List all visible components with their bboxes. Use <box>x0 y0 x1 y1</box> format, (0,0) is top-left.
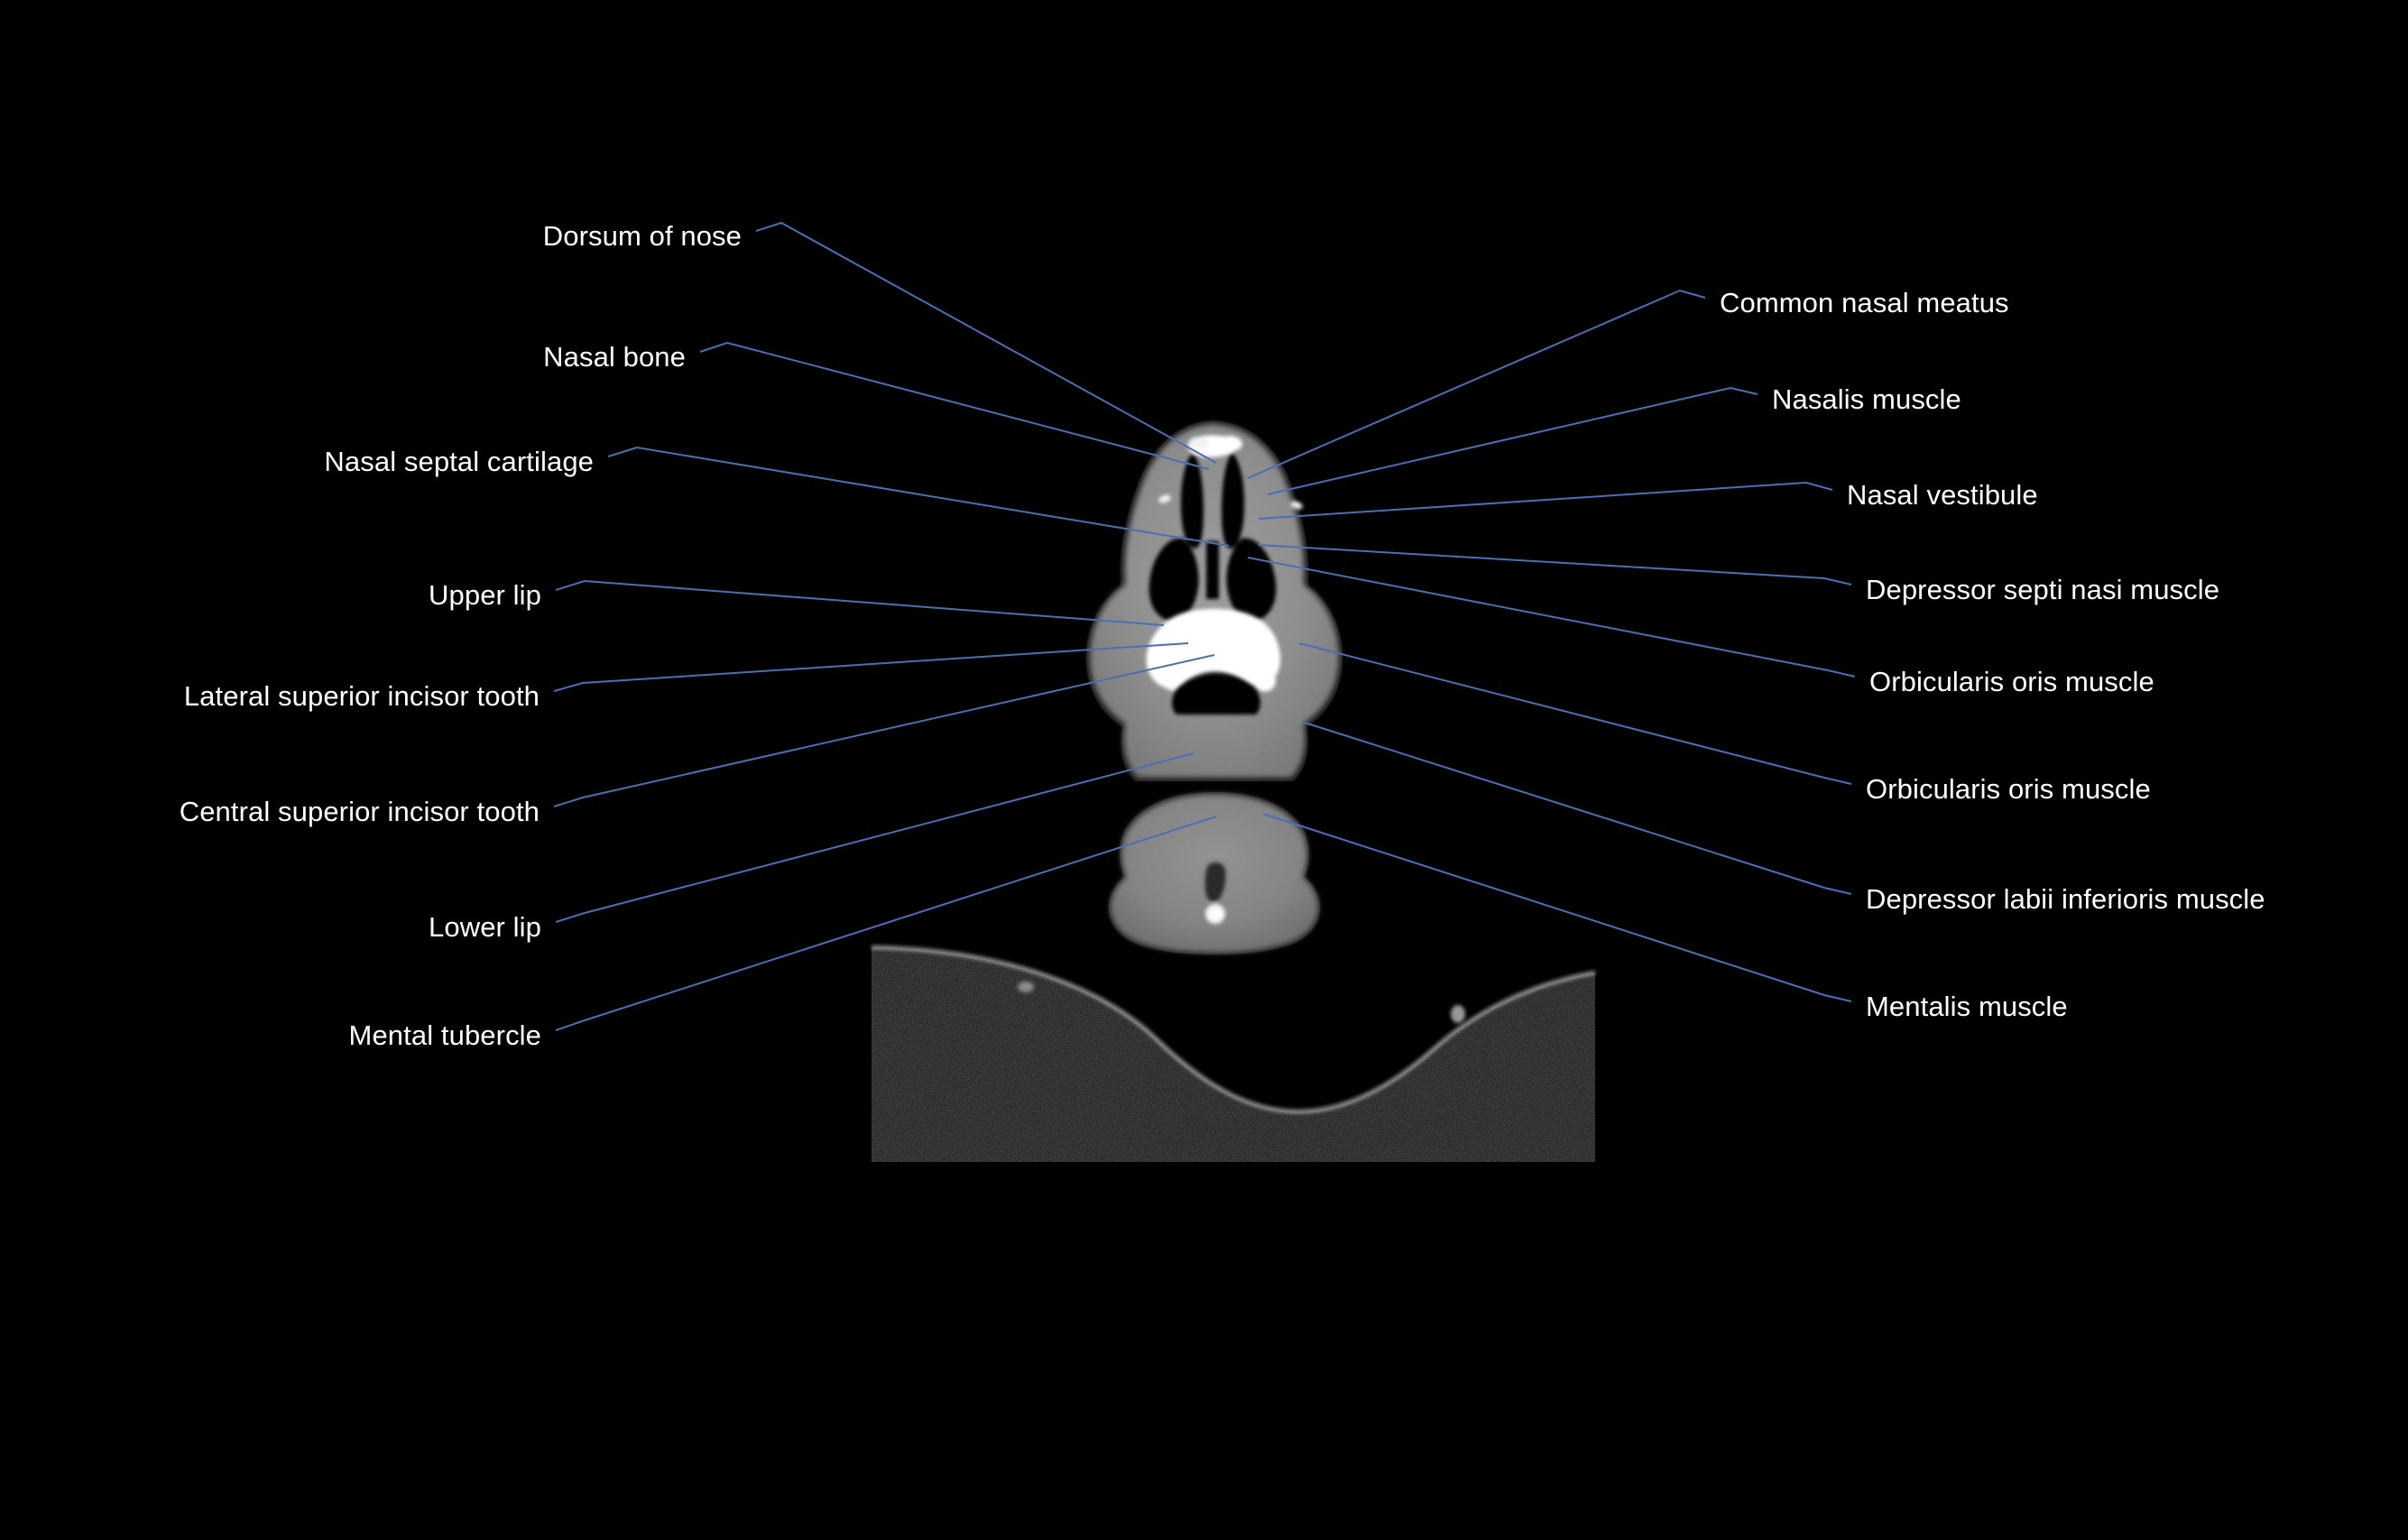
label-common-nasal-meatus: Common nasal meatus <box>1720 287 2009 318</box>
label-depressor-labii-inferioris: Depressor labii inferioris muscle <box>1866 883 2265 915</box>
label-nasal-bone: Nasal bone <box>543 341 686 373</box>
label-lateral-superior-incisor: Lateral superior incisor tooth <box>183 680 540 712</box>
label-upper-lip: Upper lip <box>429 579 541 611</box>
leader-line-depressor-labii-inferioris <box>1301 721 1852 895</box>
label-nasalis-muscle: Nasalis muscle <box>1772 383 1961 415</box>
label-orbicularis-oris-upper: Orbicularis oris muscle <box>1869 666 2154 697</box>
label-depressor-septi-nasi: Depressor septi nasi muscle <box>1866 574 2220 605</box>
label-nasal-septal-cartilage: Nasal septal cartilage <box>324 446 594 477</box>
leader-line-lateral-superior-incisor <box>553 642 1189 692</box>
leader-line-upper-lip <box>555 579 1165 626</box>
leader-line-common-nasal-meatus <box>1247 289 1706 479</box>
leader-line-nasalis-muscle <box>1267 386 1758 495</box>
label-lower-lip: Lower lip <box>429 911 541 943</box>
label-nasal-vestibule: Nasal vestibule <box>1847 479 2038 511</box>
label-central-superior-incisor: Central superior incisor tooth <box>179 796 540 827</box>
label-orbicularis-oris-lower: Orbicularis oris muscle <box>1866 773 2151 805</box>
leader-line-mentalis-muscle <box>1262 813 1852 1002</box>
leader-line-nasal-bone <box>699 341 1210 470</box>
label-mental-tubercle: Mental tubercle <box>348 1019 541 1051</box>
leader-line-orbicularis-oris-lower <box>1298 642 1852 785</box>
leader-line-nasal-vestibule <box>1258 481 1833 520</box>
leader-line-nasal-septal-cartilage <box>607 446 1230 547</box>
leader-line-central-superior-incisor <box>553 654 1215 807</box>
leader-line-lower-lip <box>555 752 1195 923</box>
leader-line-mental-tubercle <box>555 816 1217 1031</box>
label-mentalis-muscle: Mentalis muscle <box>1866 991 2068 1022</box>
leader-line-dorsum-of-nose <box>755 221 1217 464</box>
leader-line-orbicularis-oris-upper <box>1247 557 1856 678</box>
label-dorsum-of-nose: Dorsum of nose <box>542 220 742 252</box>
leader-line-depressor-septi-nasi <box>1258 544 1852 586</box>
